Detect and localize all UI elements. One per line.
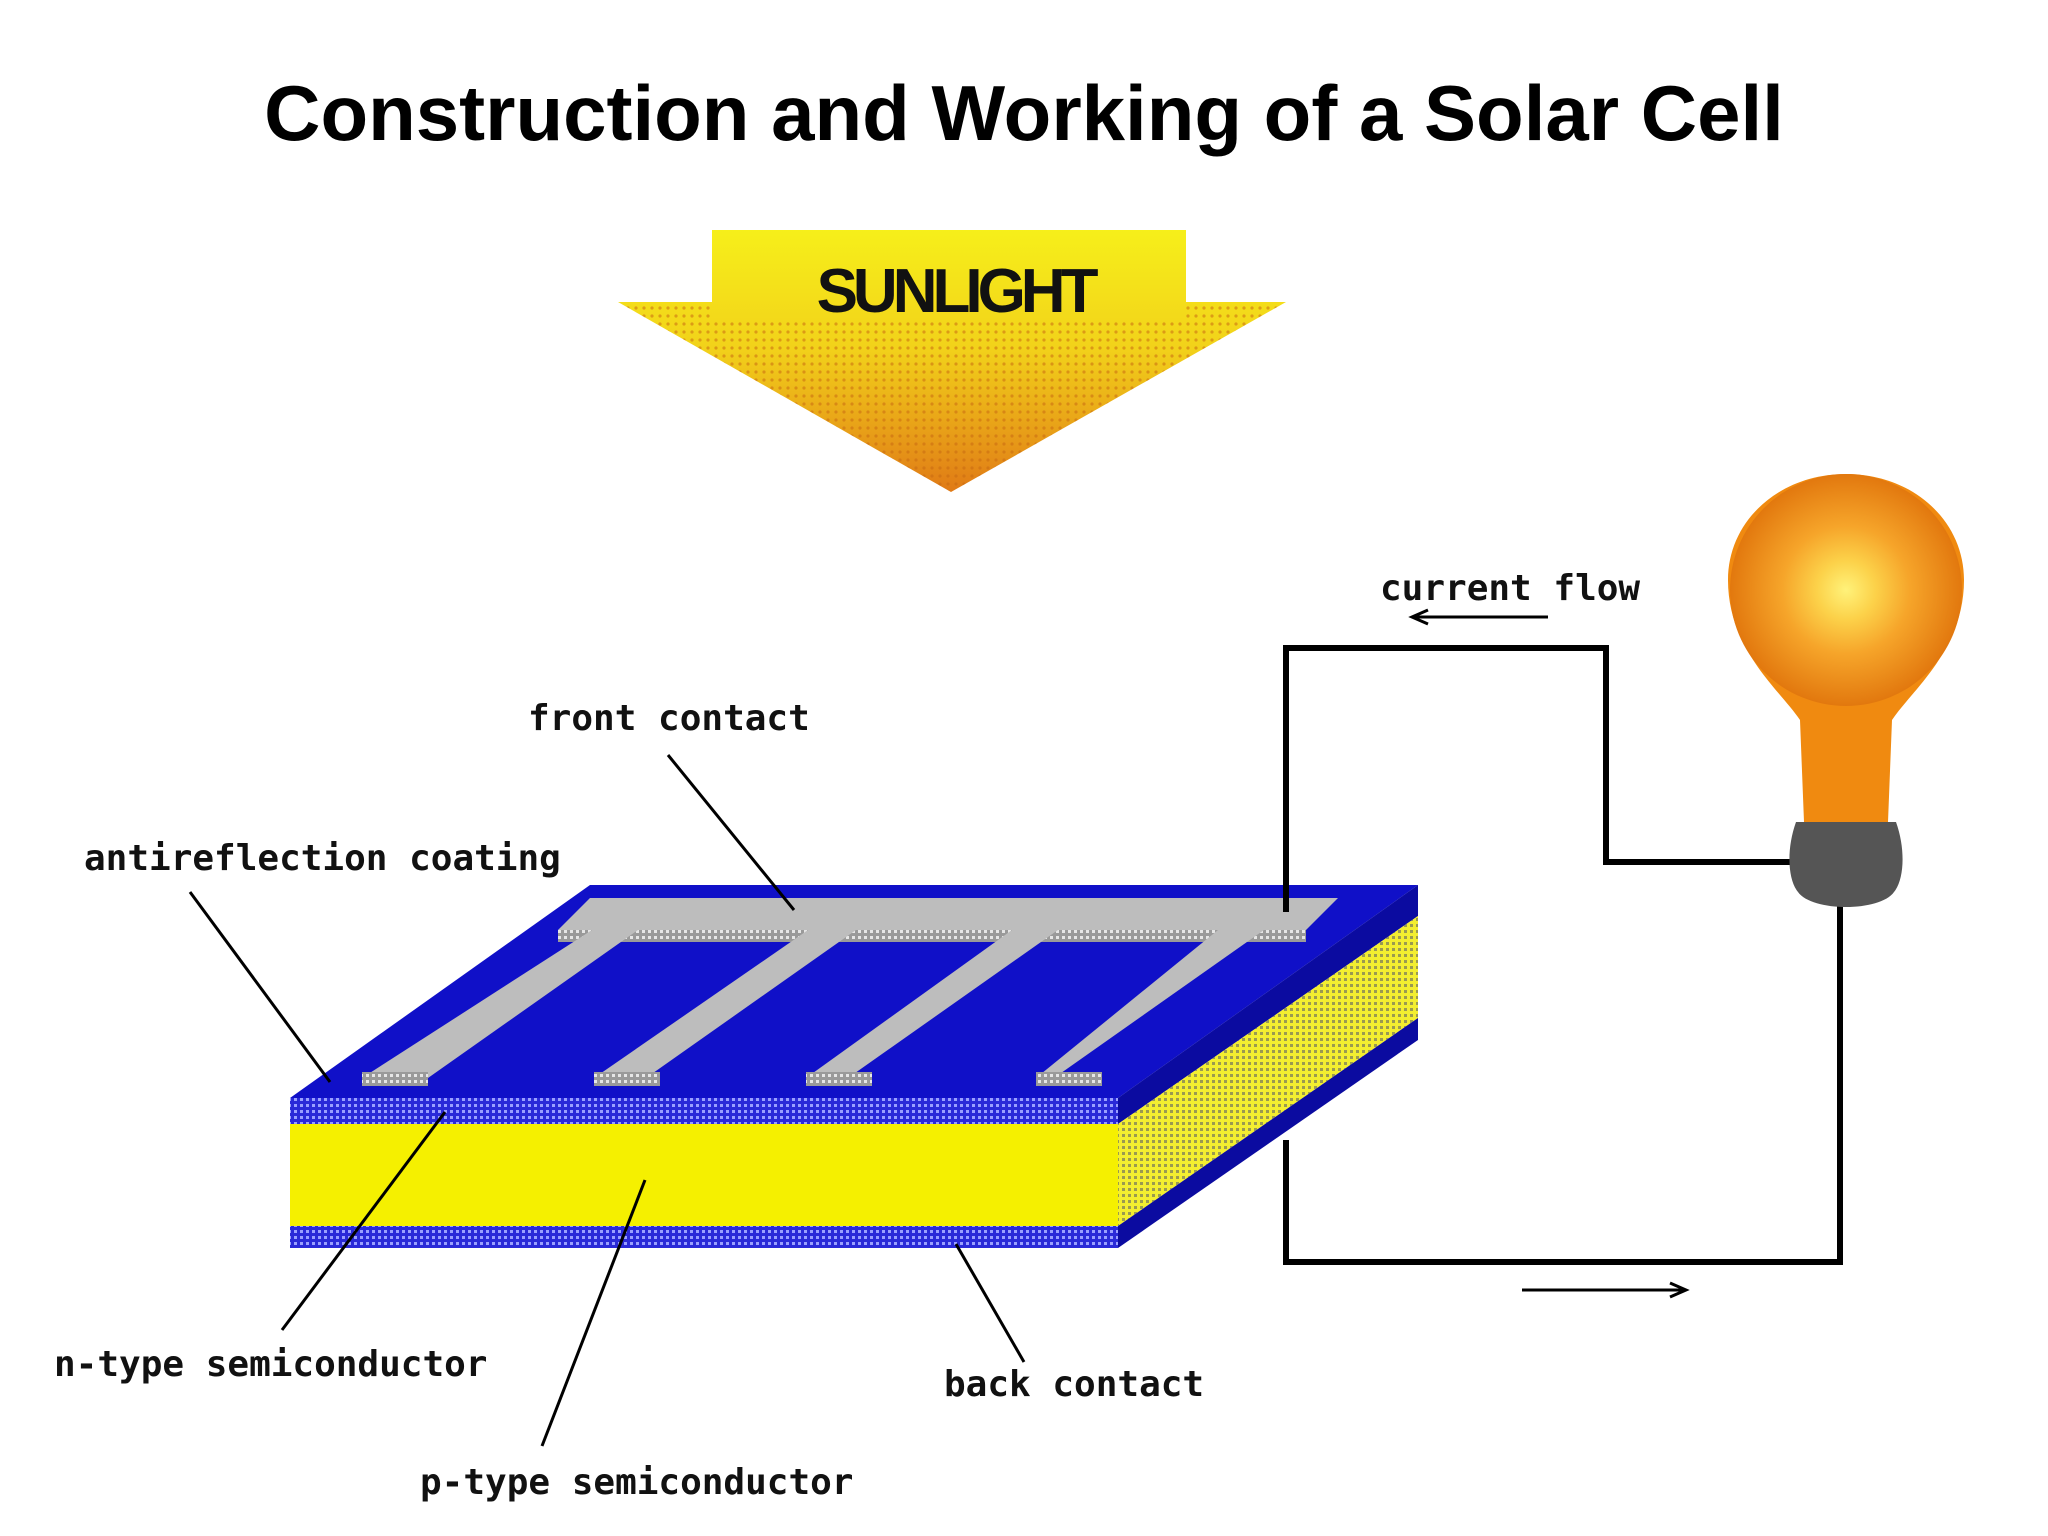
label-antireflection-coating: antireflection coating bbox=[84, 838, 561, 879]
solar-cell bbox=[290, 885, 1418, 1248]
circuit-wires bbox=[1283, 645, 1843, 1265]
right-side-blue-bottom bbox=[1118, 1018, 1418, 1248]
right-side-yellow bbox=[1118, 916, 1418, 1226]
sunlight-label: SUNLIGHT bbox=[817, 257, 1099, 326]
label-n-type-semiconductor: n-type semiconductor bbox=[54, 1344, 487, 1385]
front-contact-busbar bbox=[558, 898, 1338, 930]
current-flow-arrows bbox=[1408, 608, 1690, 1299]
label-back-contact: back contact bbox=[944, 1364, 1204, 1405]
front-contact-busbar-edge bbox=[558, 930, 1306, 942]
label-p-type-semiconductor: p-type semiconductor bbox=[420, 1462, 853, 1503]
leader-lines bbox=[188, 754, 1026, 1447]
sunlight-arrow: SUNLIGHT bbox=[618, 230, 1286, 492]
back-contact-layer bbox=[290, 1226, 1118, 1248]
p-type-layer bbox=[290, 1124, 1118, 1226]
page-title: Construction and Working of a Solar Cell bbox=[264, 69, 1784, 157]
right-side-blue-top bbox=[1118, 885, 1418, 1124]
label-current-flow: current flow bbox=[1380, 568, 1640, 609]
label-front-contact: front contact bbox=[528, 698, 810, 739]
n-type-layer bbox=[290, 1098, 1118, 1124]
light-bulb-icon bbox=[1728, 474, 1964, 907]
front-contact-fingers bbox=[362, 930, 1264, 1086]
